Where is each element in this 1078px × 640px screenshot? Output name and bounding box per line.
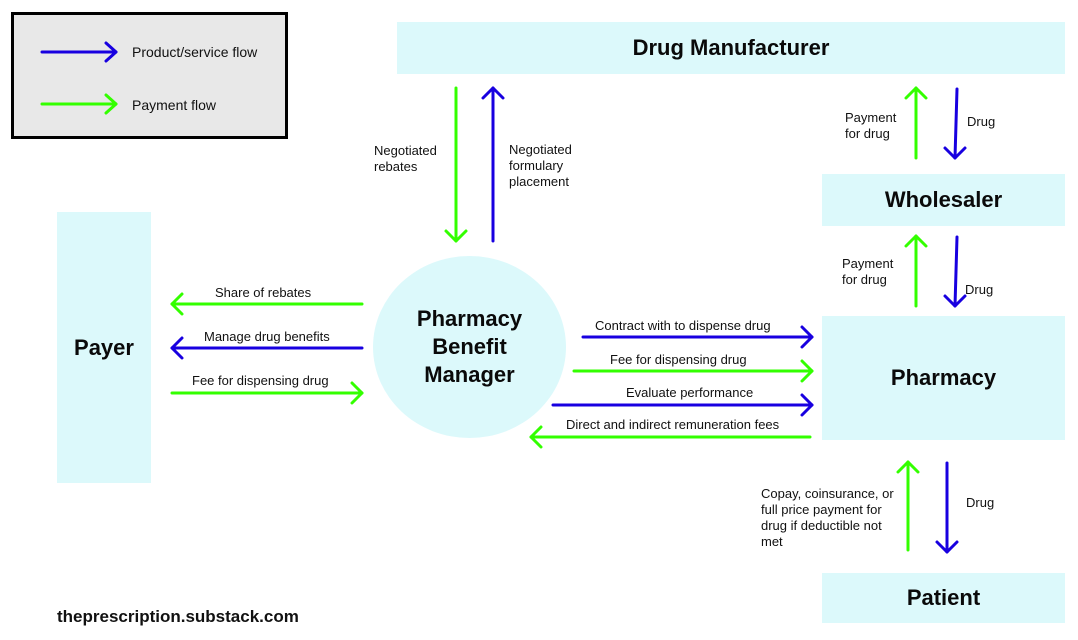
evaluate-performance-label: Evaluate performance — [626, 385, 754, 400]
fee-dispensing-payer-label: Fee for dispensing drug — [192, 373, 329, 388]
payer-label: Payer — [74, 334, 134, 360]
pbm-label-line3: Manager — [424, 362, 515, 387]
pharmacy-label: Pharmacy — [890, 365, 997, 390]
fee-dispensing-payer-arrow — [170, 381, 364, 405]
negotiated-rebates-arrow — [444, 86, 468, 243]
payer-box: Payer — [57, 212, 151, 483]
fee-dispensing-pharmacy-label: Fee for dispensing drug — [610, 352, 747, 367]
payment-to-manufacturer-arrow — [904, 86, 928, 160]
manage-drug-benefits-label: Manage drug benefits — [204, 329, 330, 344]
pbm-label-line1: Pharmacy — [416, 306, 523, 331]
wholesaler-label: Wholesaler — [884, 187, 1003, 212]
drug-manufacturer-box: Drug Manufacturer — [397, 22, 1065, 74]
legend: Product/service flow Payment flow — [11, 12, 288, 139]
contract-dispense-arrow — [581, 325, 814, 349]
legend-payment-label: Payment flow — [132, 97, 217, 113]
pharmacy-box: Pharmacy — [822, 316, 1065, 440]
manage-drug-benefits-arrow — [170, 336, 364, 360]
drug-to-wholesaler-label: Drug — [967, 114, 996, 129]
pbm-label-line2: Benefit — [432, 334, 507, 359]
negotiated-formulary-arrow — [481, 86, 505, 243]
patient-box: Patient — [822, 573, 1065, 623]
remuneration-fees-arrow — [529, 425, 812, 449]
patient-label: Patient — [906, 585, 981, 610]
legend-product-arrow — [40, 41, 118, 63]
footer-source-url: theprescription.substack.com — [57, 607, 299, 626]
share-of-rebates-label: Share of rebates — [215, 285, 312, 300]
legend-payment-arrow — [40, 93, 118, 115]
drug-to-patient-label: Drug — [966, 495, 995, 510]
remuneration-fees-label: Direct and indirect remuneration fees — [566, 417, 780, 432]
pbm-circle: Pharmacy Benefit Manager — [373, 256, 566, 438]
payment-to-wholesaler-arrow — [904, 234, 928, 308]
drug-to-wholesaler-arrow — [943, 87, 967, 160]
share-of-rebates-arrow — [170, 292, 364, 316]
drug-to-pharmacy-label: Drug — [965, 282, 994, 297]
evaluate-performance-arrow — [551, 393, 814, 417]
legend-product-label: Product/service flow — [132, 44, 258, 60]
wholesaler-box: Wholesaler — [822, 174, 1065, 226]
fee-dispensing-pharmacy-arrow — [572, 359, 814, 383]
drug-to-patient-arrow — [935, 461, 959, 554]
drug-to-pharmacy-arrow — [943, 235, 967, 308]
contract-dispense-label: Contract with to dispense drug — [595, 318, 771, 333]
drug-manufacturer-label: Drug Manufacturer — [632, 35, 830, 60]
copay-payment-arrow — [896, 460, 920, 552]
